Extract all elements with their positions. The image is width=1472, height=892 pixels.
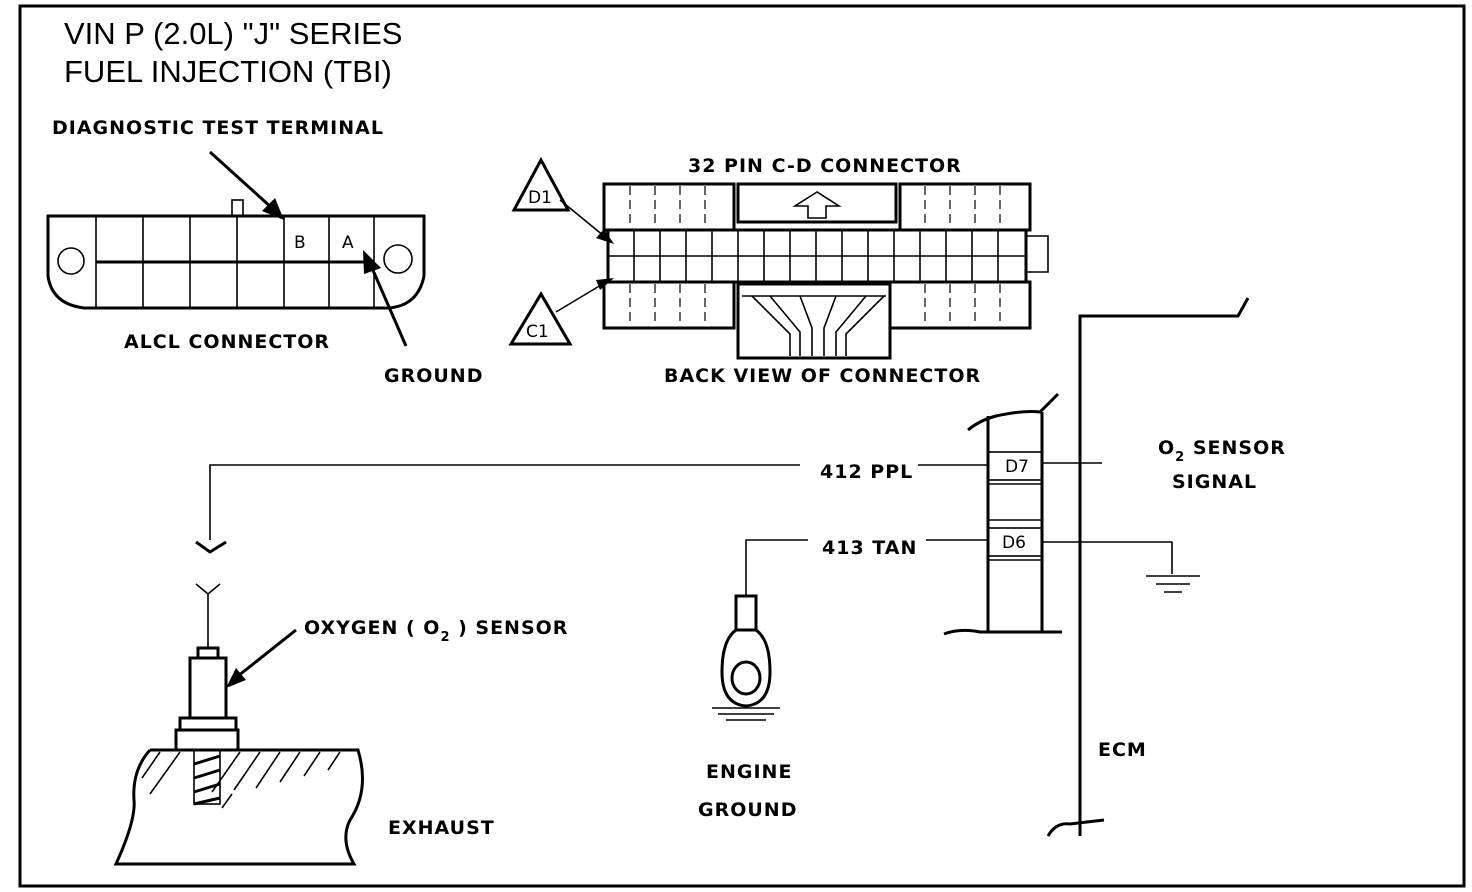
- ground-label: GROUND: [384, 365, 483, 387]
- ground-arrow-icon: [363, 250, 408, 347]
- diagnostic-test-terminal-label: DIAGNOSTIC TEST TERMINAL: [52, 117, 384, 139]
- wire-413: [745, 539, 988, 596]
- alcl-pin-a: A: [342, 233, 354, 253]
- alcl-pin-b: B: [294, 233, 306, 253]
- cd-connector-wire-bundle: [742, 295, 886, 356]
- title-line-1: VIN P (2.0L) "J" SERIES: [64, 16, 402, 51]
- exhaust-hatching: [141, 751, 341, 809]
- signal-label: SIGNAL: [1172, 471, 1257, 493]
- diagnostic-arrow-icon: [208, 150, 284, 220]
- wire-413-label: 413 TAN: [822, 537, 917, 559]
- engine-ground-label-2: GROUND: [698, 799, 797, 821]
- row-c-marker: C1: [508, 278, 614, 346]
- alcl-connector: B A: [46, 199, 426, 310]
- ecm-connector: [943, 392, 1062, 636]
- engine-ground-label-1: ENGINE: [706, 761, 792, 783]
- pin-d7-label: D7: [1005, 457, 1029, 477]
- ecm-housing: [1046, 297, 1250, 837]
- pin-d7-cell: [987, 451, 1043, 481]
- ecm-label: ECM: [1098, 739, 1147, 761]
- pin-d6-label: D6: [1002, 533, 1026, 553]
- diagram-border: [18, 4, 1466, 888]
- svg-text:C1: C1: [526, 322, 549, 342]
- oxygen-sensor-label: OXYGEN ( O2 ) SENSOR: [304, 617, 568, 645]
- o2-sensor-signal-label: O2 SENSOR: [1158, 437, 1286, 465]
- up-arrow-icon: [792, 191, 842, 219]
- exhaust-label: EXHAUST: [388, 817, 495, 839]
- oxygen-sensor: [174, 646, 240, 806]
- engine-ground-terminal: [712, 594, 780, 721]
- svg-text:D1: D1: [528, 188, 552, 208]
- cd-connector-dash-lines: [629, 186, 1001, 326]
- sensor-thread-marks: [193, 754, 221, 806]
- alcl-cavity-grid: [95, 216, 375, 308]
- back-view-label: BACK VIEW OF CONNECTOR: [664, 365, 981, 387]
- cd-connector: [602, 182, 1049, 360]
- cd-connector-title: 32 PIN C-D CONNECTOR: [688, 155, 962, 177]
- wire-412-label: 412 PPL: [820, 461, 913, 483]
- exhaust-pipe: [113, 748, 364, 866]
- cd-connector-pin-grid: [633, 230, 999, 282]
- wire-412: [195, 464, 988, 648]
- row-d-marker: D1: [511, 156, 614, 244]
- alcl-connector-label: ALCL CONNECTOR: [124, 331, 330, 353]
- oxygen-sensor-arrow-icon: [226, 628, 297, 688]
- ecm-ground-icon: [1042, 541, 1200, 593]
- title-line-2: FUEL INJECTION (TBI): [64, 54, 392, 89]
